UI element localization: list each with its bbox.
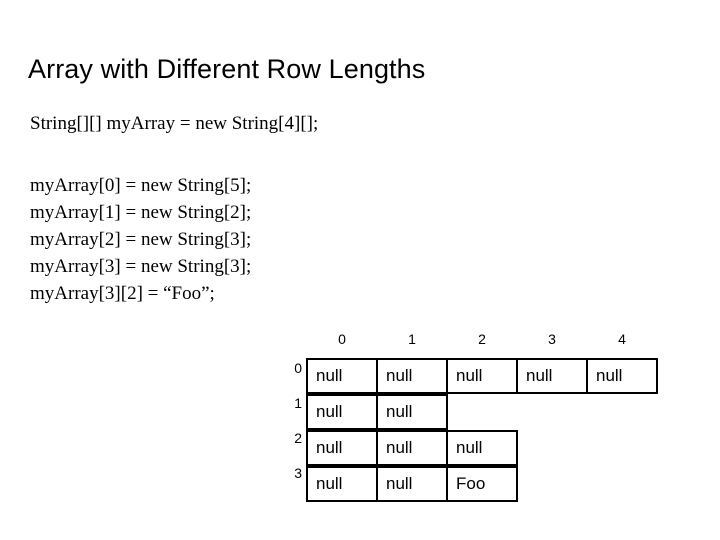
array-cell: null [306,358,378,394]
array-diagram: 0 1 2 3 4 0 1 2 3 null null null null nu… [282,330,682,510]
row-header-1: 1 [294,395,302,411]
array-cell: null [376,358,448,394]
column-header-4: 4 [618,331,626,347]
code-line: myArray[1] = new String[2]; [30,202,252,223]
code-line: String[][] myArray = new String[4][]; [30,113,319,134]
array-cell: null [446,358,518,394]
column-header-1: 1 [408,331,416,347]
array-cell: null [376,466,448,502]
array-cell: null [306,394,378,430]
table-row: null null [306,394,656,430]
array-grid: null null null null null null null null … [306,358,658,502]
array-cell: null [306,430,378,466]
array-cell: null [376,430,448,466]
table-row: null null Foo [306,466,656,502]
code-line: myArray[0] = new String[5]; [30,175,252,196]
row-header-0: 0 [294,360,302,376]
code-line: myArray[3] = new String[3]; [30,256,252,277]
array-cell: null [516,358,588,394]
array-cell: null [376,394,448,430]
array-cell: null [586,358,658,394]
code-line: myArray[2] = new String[3]; [30,229,252,250]
column-header-3: 3 [548,331,556,347]
array-cell: Foo [446,466,518,502]
page-title: Array with Different Row Lengths [28,54,426,85]
column-header-0: 0 [338,331,346,347]
table-row: null null null null null [306,358,658,394]
table-row: null null null [306,430,656,466]
column-header-2: 2 [478,331,486,347]
array-cell: null [306,466,378,502]
code-assignments: myArray[0] = new String[5]; myArray[1] =… [30,172,251,307]
array-cell: null [446,430,518,466]
row-header-3: 3 [294,465,302,481]
row-header-2: 2 [294,430,302,446]
code-line: myArray[3][2] = “Foo”; [30,283,215,304]
code-declaration: String[][] myArray = new String[4][]; [30,110,318,137]
